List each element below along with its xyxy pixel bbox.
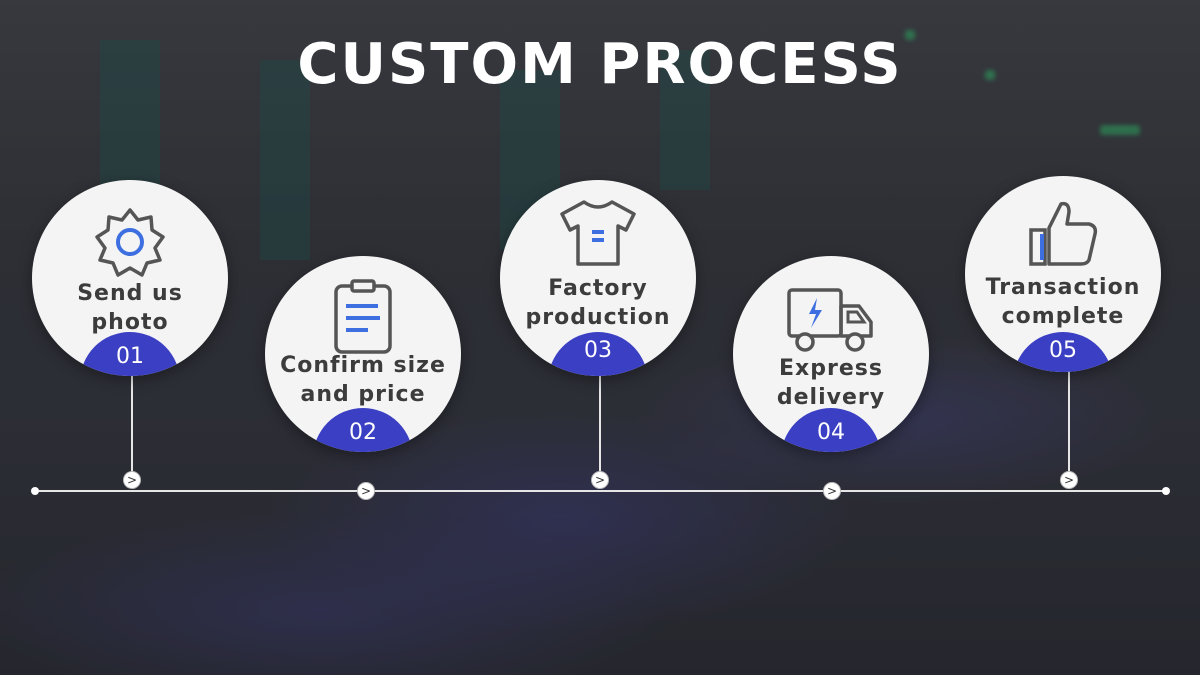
step-3-arrow-icon: >	[591, 471, 609, 489]
step-3-circle: Factory production 03	[500, 180, 696, 376]
step-1-number: 01	[32, 344, 228, 369]
step-3-number: 03	[500, 338, 696, 363]
step-2-label-line1: Confirm size	[265, 352, 461, 380]
step-5-label-line2: complete	[965, 303, 1161, 331]
thumbs-up-icon	[1025, 198, 1101, 268]
step-3-label-line1: Factory	[500, 275, 696, 303]
step-5-arrow-icon: >	[1060, 471, 1078, 489]
step-1-arrow-icon: >	[123, 471, 141, 489]
gear-icon	[90, 202, 170, 282]
step-1-label-line1: Send us	[32, 280, 228, 308]
step-5-circle: Transaction complete 05	[965, 176, 1161, 372]
step-2-label-line2: and price	[265, 381, 461, 409]
step-1-circle: Send us photo 01	[32, 180, 228, 376]
timeline-end-dot	[1162, 487, 1170, 495]
step-5-label-line1: Transaction	[965, 274, 1161, 302]
step-5-stem	[1068, 370, 1070, 472]
page-title: CUSTOM PROCESS	[0, 32, 1200, 97]
step-2-circle: Confirm size and price 02	[265, 256, 461, 452]
step-1-stem	[131, 370, 133, 472]
step-2-arrow-icon: >	[357, 482, 375, 500]
timeline-line	[34, 490, 1168, 492]
step-3-label-line2: production	[500, 304, 696, 332]
clipboard-icon	[328, 278, 398, 358]
step-3-stem	[599, 370, 601, 472]
step-4-circle: Express delivery 04	[733, 256, 929, 452]
step-2-number: 02	[265, 420, 461, 445]
step-4-arrow-icon: >	[823, 482, 841, 500]
step-5-number: 05	[965, 338, 1161, 363]
truck-icon	[785, 284, 877, 356]
timeline-start-dot	[31, 487, 39, 495]
step-4-number: 04	[733, 420, 929, 445]
tshirt-icon	[556, 198, 640, 268]
step-4-label-line1: Express	[733, 355, 929, 383]
